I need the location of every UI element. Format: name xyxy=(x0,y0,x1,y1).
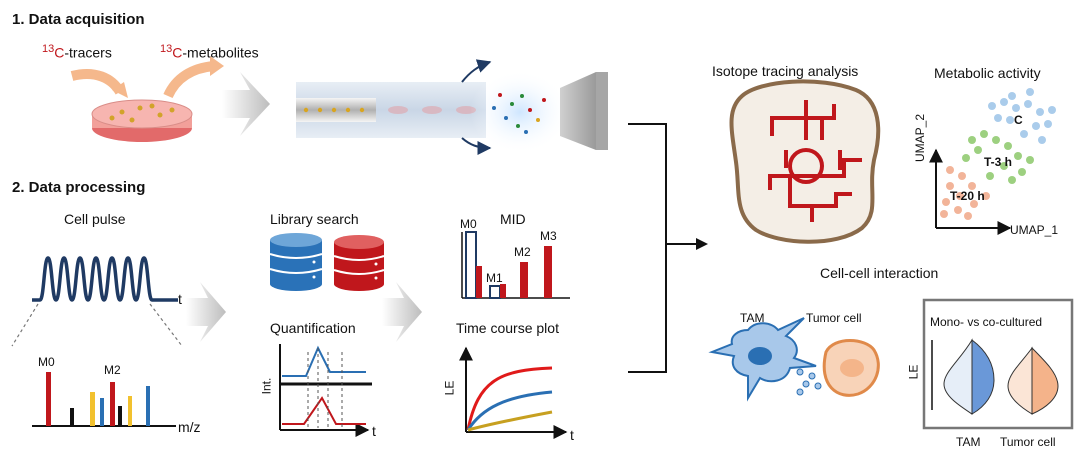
metabolites-label: 13C-metabolites xyxy=(160,44,259,60)
violin-x-tumor: Tumor cell xyxy=(1000,435,1056,449)
mid-label-m3: M3 xyxy=(540,229,557,243)
metabolic-activity-title: Metabolic activity xyxy=(934,65,1041,81)
section-title-processing: 2. Data processing xyxy=(12,179,146,196)
tam-cell-icon xyxy=(708,317,817,402)
tracers-label: 13C-tracers xyxy=(42,44,112,60)
metabolite-arrow xyxy=(163,61,215,99)
library-search-title: Library search xyxy=(270,211,359,227)
flow-arrow-1 xyxy=(222,72,270,136)
mid-label-m0: M0 xyxy=(460,217,477,231)
ion-spray xyxy=(492,93,546,134)
mid-label-m2: M2 xyxy=(514,245,531,259)
umap-cluster-t3 xyxy=(962,130,1034,184)
tracer-arrow-head xyxy=(112,82,128,98)
time-course-title: Time course plot xyxy=(456,320,559,336)
tam-label: TAM xyxy=(740,311,765,325)
mid-label-m1: M1 xyxy=(486,271,503,285)
quantification-title: Quantification xyxy=(270,320,356,336)
isotope-tracing-title: Isotope tracing analysis xyxy=(712,63,859,79)
quant-axis-t: t xyxy=(372,423,376,439)
zoom-lines xyxy=(11,303,183,347)
metabolites-text: -metabolites xyxy=(182,44,259,61)
umap-cluster-t20 xyxy=(940,166,990,220)
mass-spec-inlet xyxy=(560,72,608,150)
umap1-label: UMAP_1 xyxy=(1010,223,1059,237)
cluster-c-label: C xyxy=(1014,113,1023,127)
cluster-t20-label: T-20 h xyxy=(950,189,985,203)
spray-arrow-bottom xyxy=(461,137,492,155)
tracer-arrow xyxy=(70,69,125,95)
cell-pulse-title: Cell pulse xyxy=(64,211,126,227)
flow-arrow-2 xyxy=(186,282,226,342)
mass-number: 13 xyxy=(42,43,55,55)
cell-pulse-plot xyxy=(32,256,178,302)
spectrum-m0-label: M0 xyxy=(38,355,55,369)
umap-plot xyxy=(929,148,1012,235)
umap2-label: UMAP_2 xyxy=(913,113,928,163)
spectrum-m2-label: M2 xyxy=(104,363,121,377)
time-course-le-label: LE xyxy=(442,380,457,396)
quantification-plot xyxy=(279,344,372,437)
mass-number: 13 xyxy=(160,43,173,55)
mid-plot xyxy=(461,231,570,299)
signal-vesicles xyxy=(796,368,822,396)
tumor-cell-icon xyxy=(822,339,880,397)
time-course-plot xyxy=(459,346,568,439)
metabolite-arrow-head xyxy=(210,56,224,76)
mass-spectrum xyxy=(32,372,176,427)
petri-dish-icon xyxy=(91,99,193,142)
violin-plot xyxy=(922,298,1074,430)
section-title-acquisition: 1. Data acquisition xyxy=(12,11,145,28)
umap-cluster-c xyxy=(988,88,1056,144)
tumor-cell-label: Tumor cell xyxy=(806,311,862,325)
database-blue-icon xyxy=(269,233,323,291)
tracing-cell-icon xyxy=(729,79,881,244)
mid-title: MID xyxy=(500,211,526,227)
violin-x-tam: TAM xyxy=(956,435,981,449)
cell-pulse-axis-t: t xyxy=(178,291,182,307)
isotope-symbol: C xyxy=(172,44,183,61)
violin-le-label: LE xyxy=(906,364,921,380)
flow-arrow-3 xyxy=(382,282,422,342)
cluster-t3-label: T-3 h xyxy=(984,155,1013,169)
connector-bracket xyxy=(628,123,700,373)
isotope-symbol: C xyxy=(54,44,65,61)
spectrum-axis-mz: m/z xyxy=(178,419,201,435)
tracers-text: -tracers xyxy=(64,44,112,61)
quant-int-label: Int. xyxy=(259,377,274,395)
time-course-axis-t: t xyxy=(570,427,574,443)
spray-arrow-top xyxy=(461,59,492,83)
database-red-icon xyxy=(333,235,385,291)
violin-title: Mono- vs co-cultured xyxy=(930,315,1043,329)
cell-cell-title: Cell-cell interaction xyxy=(820,265,939,281)
microfluidic-channel xyxy=(296,82,486,138)
